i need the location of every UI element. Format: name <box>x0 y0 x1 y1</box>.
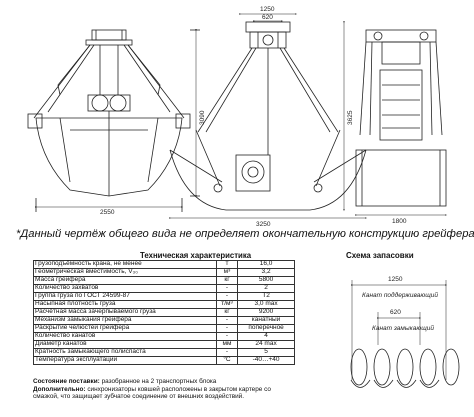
param-cell: Группа груза по ГОСТ 24599-87 <box>33 292 217 301</box>
table-row: Кратность замыкающего полиспаста-5 <box>33 348 295 357</box>
value-cell: канатный <box>237 316 295 325</box>
supply-extra-label: Дополнительно: <box>33 385 86 393</box>
side-pulley-block <box>235 154 271 192</box>
reeving-sheaves <box>350 348 460 388</box>
end-view <box>354 29 448 216</box>
param-cell: Температура эксплуатации <box>33 356 217 365</box>
unit-cell: - <box>215 316 239 325</box>
value-cell: Т2 <box>237 292 295 301</box>
front-bucket <box>35 117 183 197</box>
scheme-rope-closing: Канат замыкающий <box>372 324 434 332</box>
table-row: Раскрытие челюстей грейфера-поперечное <box>33 324 295 333</box>
unit-cell: - <box>215 332 239 341</box>
supply-state: Состояние поставки: разобранное на 2 тра… <box>33 378 295 386</box>
value-cell: поперечное <box>237 324 295 333</box>
param-cell: Масса грейфера <box>33 276 217 285</box>
supply-notes: Состояние поставки: разобранное на 2 тра… <box>33 378 295 401</box>
front-view <box>27 28 200 212</box>
end-pulley-block <box>379 69 423 141</box>
scheme-dim-outer: 1250 <box>388 276 403 283</box>
front-top-head <box>91 29 127 41</box>
reeving-scheme <box>350 280 460 388</box>
param-cell: Кратность замыкающего полиспаста <box>33 348 217 357</box>
dim-front-width: 2550 <box>100 209 115 216</box>
scheme-dim-inner: 620 <box>390 309 401 316</box>
param-cell: Количество канатов <box>33 332 217 341</box>
value-cell: 16,0 <box>237 260 295 269</box>
table-row: Температура эксплуатации°С-40…+40 <box>33 356 295 365</box>
param-cell: Раскрытие челюстей грейфера <box>33 324 217 333</box>
value-cell: 3,2 <box>237 268 295 277</box>
side-view <box>168 13 368 219</box>
unit-cell: т <box>215 260 239 269</box>
unit-cell: - <box>215 324 239 333</box>
side-jaws <box>169 149 367 211</box>
table-row: Количество канатов-4 <box>33 332 295 341</box>
value-cell: 4 <box>237 332 295 341</box>
param-cell: Количество захватов <box>33 284 217 293</box>
unit-cell: °С <box>215 356 239 365</box>
scheme-title: Схема запасовки <box>346 251 414 260</box>
scheme-rope-holding: Канат поддерживающий <box>362 291 438 299</box>
unit-cell: т/м³ <box>215 300 239 309</box>
unit-cell: кг <box>215 276 239 285</box>
dim-side-top-inner: 620 <box>262 14 273 21</box>
value-cell: 3,0 max <box>237 300 295 309</box>
unit-cell: - <box>215 284 239 293</box>
dim-side-height: 3625 <box>347 110 354 125</box>
supply-extra: Дополнительно: синхронизаторы ковшей рас… <box>33 386 295 401</box>
value-cell: 5800 <box>237 276 295 285</box>
dim-end-width: 1800 <box>392 218 407 225</box>
unit-cell: м³ <box>215 268 239 277</box>
dim-front-height: 3090 <box>199 110 206 125</box>
value-cell: 5 <box>237 348 295 357</box>
dim-side-top-outer: 1250 <box>260 6 275 13</box>
param-cell: Грузоподъёмность крана, не менее <box>33 260 217 269</box>
unit-cell: кг <box>215 308 239 317</box>
supply-label: Состояние поставки: <box>33 378 100 385</box>
side-top-head <box>249 31 287 49</box>
param-cell: Насыпная плотность груза <box>33 300 217 309</box>
supply-extra-text: синхронизаторы ковшей расположены в закр… <box>33 385 271 401</box>
front-pulley <box>91 94 109 112</box>
supply-text: разобранное на 2 транспортных блока <box>99 378 217 385</box>
dim-side-bottom: 3250 <box>256 221 271 228</box>
value-cell: 24 max <box>237 340 295 349</box>
table-row: Количество захватов-2 <box>33 284 295 293</box>
value-cell: -40…+40 <box>237 356 295 365</box>
unit-cell: мм <box>215 340 239 349</box>
table-row: Группа груза по ГОСТ 24599-87-Т2 <box>33 292 295 301</box>
spec-title: Техническая характеристика <box>140 251 252 260</box>
disclaimer-note: *Данный чертёж общего вида не определяет… <box>16 228 474 240</box>
end-bucket <box>355 149 447 207</box>
unit-cell: - <box>215 292 239 301</box>
param-cell: Диаметр канатов <box>33 340 217 349</box>
value-cell: 2 <box>237 284 295 293</box>
